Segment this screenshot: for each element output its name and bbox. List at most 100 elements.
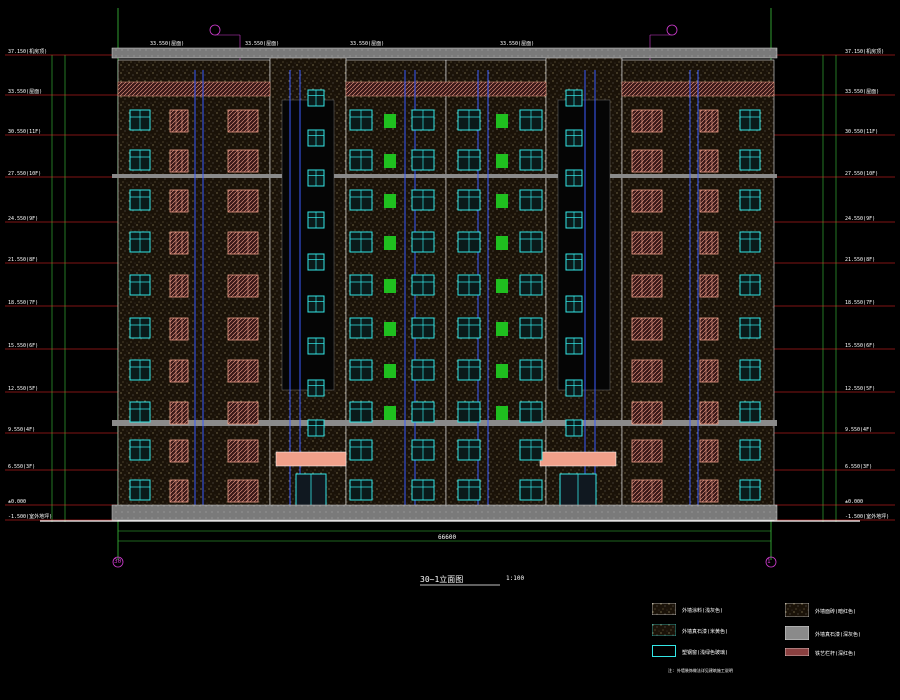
balcony-rw-b [699, 479, 719, 503]
green-panel-left [384, 114, 396, 128]
balcony-lw-a [169, 231, 189, 255]
elevation-label-left: 30.550(11F) [8, 129, 41, 135]
balcony-lw-a [169, 401, 189, 425]
balcony-rw-a [631, 274, 663, 298]
balcony-rw-b [699, 149, 719, 173]
green-panel-right [496, 322, 508, 336]
legend-item-4: 外墙真石漆(深灰色) [815, 632, 862, 638]
balcony-lw-b [227, 231, 259, 255]
balcony-rw-b [699, 231, 719, 255]
axis-right-label: 1 [767, 558, 771, 565]
balcony-rw-a [631, 231, 663, 255]
legend-swatch-brick [785, 603, 809, 617]
balcony-rw-a [631, 189, 663, 213]
legend-note: 注: 外墙装饰做法详见建筑施工说明 [668, 668, 733, 673]
axis-bubble-top-right [666, 24, 678, 36]
elevation-label-right: 21.550(8F) [845, 257, 875, 263]
balcony-rw-b [699, 439, 719, 463]
elevation-label-right: 12.550(5F) [845, 386, 875, 392]
green-panel-left [384, 279, 396, 293]
balcony-rw-a [631, 439, 663, 463]
balcony-lw-b [227, 149, 259, 173]
balcony-lw-b [227, 109, 259, 133]
roof-parapet [111, 47, 778, 59]
green-panel-right [496, 154, 508, 168]
roof-railing-center [345, 81, 547, 97]
balcony-lw-b [227, 317, 259, 341]
entrance-canopy-0 [275, 451, 347, 467]
green-panel-right [496, 114, 508, 128]
legend-item-3: 外墙面砖(暗红色) [815, 609, 857, 615]
green-panel-right [496, 406, 508, 420]
balcony-rw-b [699, 317, 719, 341]
roof-label: 33.550(屋面) [245, 41, 279, 47]
balcony-rw-a [631, 149, 663, 173]
elevation-label-left: 9.550(4F) [8, 427, 35, 433]
balcony-rw-b [699, 109, 719, 133]
balcony-lw-a [169, 274, 189, 298]
green-panel-right [496, 364, 508, 378]
balcony-lw-a [169, 317, 189, 341]
windows-group [129, 89, 761, 503]
axis-bubble-left [112, 556, 124, 568]
balcony-rw-b [699, 189, 719, 213]
green-panel-right [496, 279, 508, 293]
green-panel-left [384, 154, 396, 168]
legend-swatch-window [652, 645, 676, 657]
roof-label: 33.550(屋面) [350, 41, 384, 47]
green-panel-left [384, 194, 396, 208]
elevation-label-right: 33.550(屋面) [845, 89, 879, 95]
balcony-lw-a [169, 109, 189, 133]
elevation-labels: 37.150(机房顶) 33.550(屋面) 30.550(11F) 27.550(1… [8, 41, 889, 520]
elevation-label-right: 37.150(机房顶) [845, 48, 884, 55]
cornice-band-lower [112, 420, 777, 426]
elevation-label-right: 18.550(7F) [845, 300, 875, 306]
balcony-rw-a [631, 359, 663, 383]
legend-item-1: 外墙涂料(浅灰色) [682, 608, 724, 614]
elevation-label-right: 15.550(6F) [845, 343, 875, 349]
balcony-lw-a [169, 149, 189, 173]
balcony-rw-b [699, 359, 719, 383]
legend-item-5: 塑钢窗(浅绿色玻璃) [682, 650, 729, 656]
elevation-label-right: 6.550(3F) [845, 464, 872, 470]
balcony-lw-a [169, 479, 189, 503]
axis-bubble-right [765, 556, 777, 568]
axis-left-label: 30 [114, 558, 122, 565]
legend-swatch-grey [785, 626, 809, 640]
balcony-lw-a [169, 439, 189, 463]
elevation-label-left: 21.550(8F) [8, 257, 38, 263]
elevation-label-left: 6.550(3F) [8, 464, 35, 470]
elevation-label-left: ±0.000 [8, 499, 26, 505]
balcony-rw-a [631, 479, 663, 503]
legend-item-2: 外墙真石漆(米黄色) [682, 629, 729, 635]
elevation-label-left: 37.150(机房顶) [8, 48, 47, 55]
elevation-label-right: 27.550(10F) [845, 171, 878, 177]
balcony-lw-b [227, 359, 259, 383]
green-panel-right [496, 236, 508, 250]
balcony-rw-a [631, 317, 663, 341]
balcony-lw-b [227, 401, 259, 425]
elevation-label-right: -1.500(室外地坪) [845, 513, 889, 520]
elevation-label-left: -1.500(室外地坪) [8, 513, 52, 520]
elevation-label-right: 30.550(11F) [845, 129, 878, 135]
balcony-lw-a [169, 359, 189, 383]
elevation-label-left: 18.550(7F) [8, 300, 38, 306]
cornice-band-upper [112, 174, 777, 178]
legend-swatch-paint [652, 603, 676, 615]
elevation-label-left: 24.550(9F) [8, 216, 38, 222]
balcony-lw-b [227, 189, 259, 213]
green-panel-left [384, 236, 396, 250]
green-panel-right [496, 194, 508, 208]
roof-label: 33.550(屋面) [500, 41, 534, 47]
green-panel-left [384, 322, 396, 336]
elevation-label-right: ±0.000 [845, 499, 863, 505]
axis-bubble-top-left [209, 24, 221, 36]
balcony-lw-b [227, 479, 259, 503]
elevation-label-left: 33.550(屋面) [8, 89, 42, 95]
elevation-label-right: 9.550(4F) [845, 427, 872, 433]
elevation-label-left: 15.550(6F) [8, 343, 38, 349]
elevation-label-left: 12.550(5F) [8, 386, 38, 392]
roof-railing-left [117, 81, 271, 97]
legend-swatch-railing [785, 648, 809, 656]
